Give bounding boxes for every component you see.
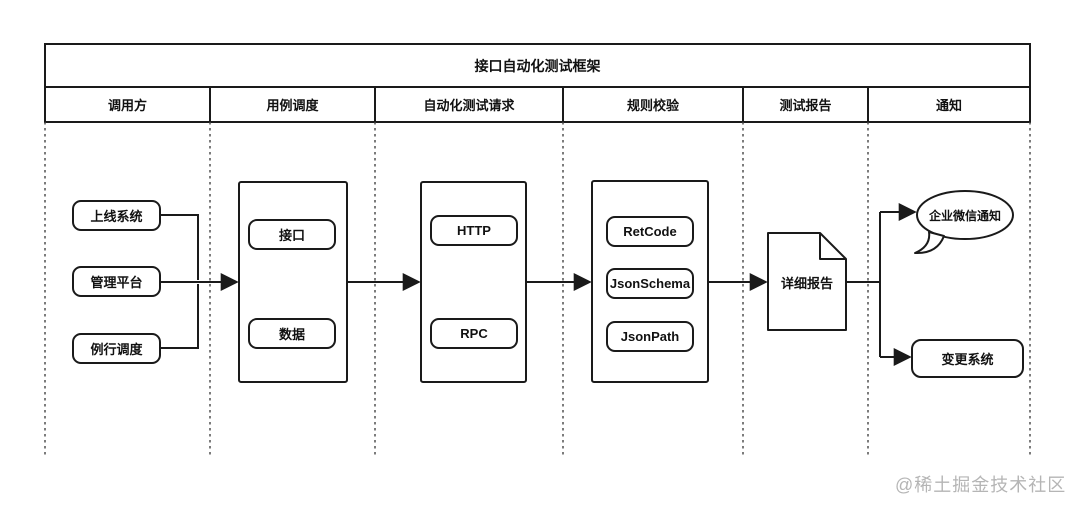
node-interface [248,219,336,250]
node-jsonschema [606,268,694,299]
connectors [160,203,917,366]
header-frame [44,43,1031,123]
node-data [248,318,336,349]
node-retcode [606,216,694,247]
node-routine-schedule [72,333,161,364]
node-rpc [430,318,518,349]
group-test-request [420,181,527,383]
node-management-platform [72,266,161,297]
node-jsonpath [606,321,694,352]
speech-bubble-tail-icon [914,231,945,255]
node-http [430,215,518,246]
node-report-document [767,232,847,331]
node-wechat-bubble [916,190,1014,240]
document-fold-corner-icon [819,233,846,260]
node-online-system [72,200,161,231]
lane-dividers [44,122,1031,458]
node-change-system [911,339,1024,378]
group-case-scheduler [238,181,348,383]
